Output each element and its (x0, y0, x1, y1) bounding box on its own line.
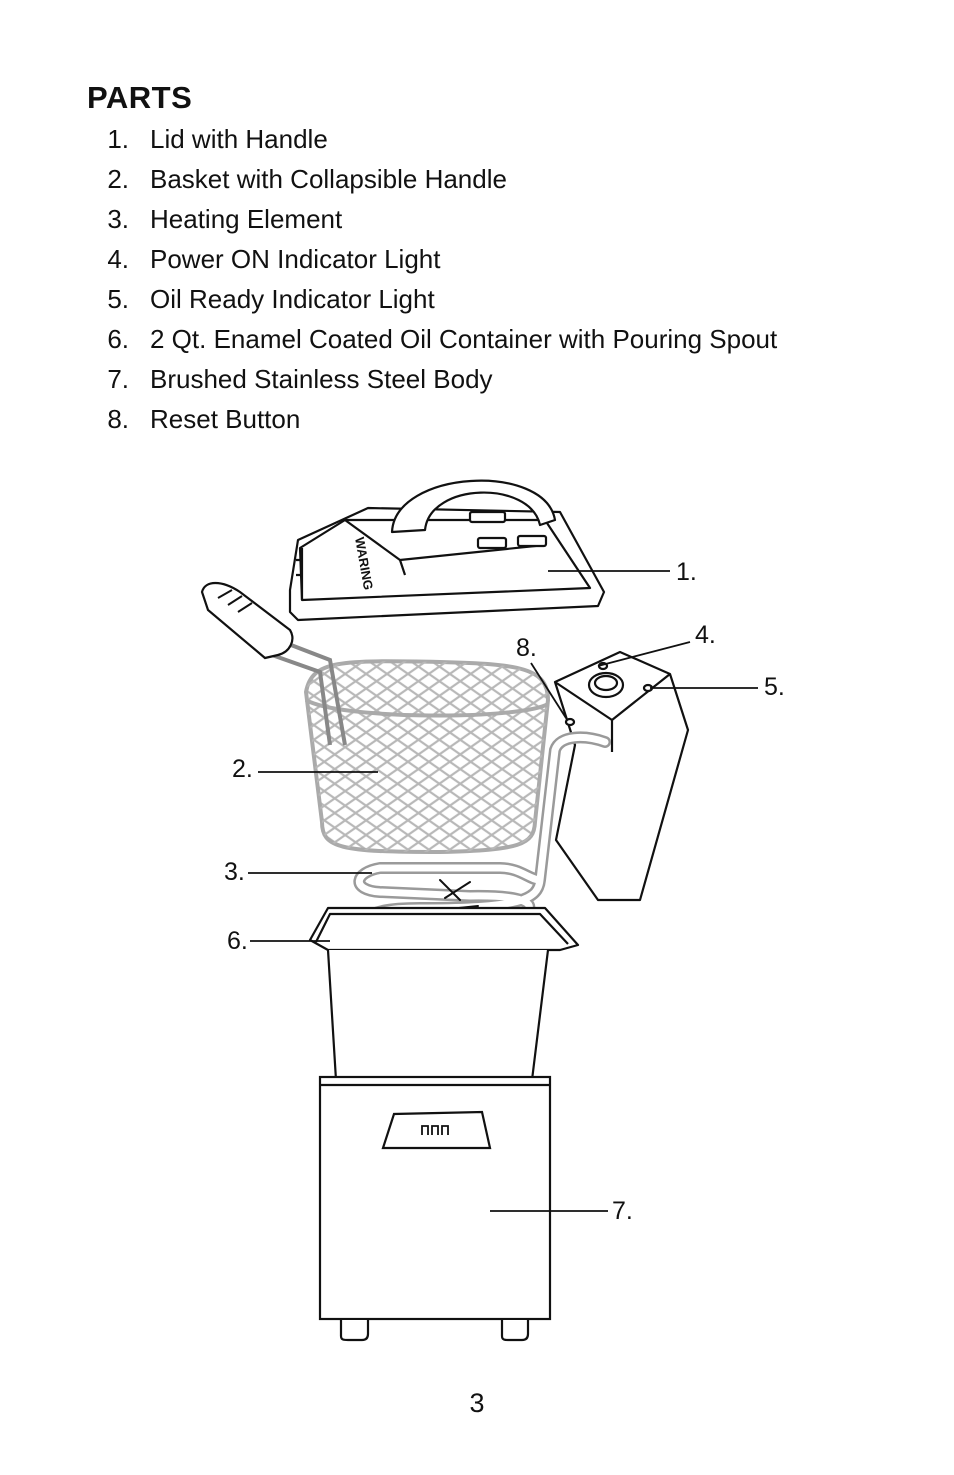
callout-7: 7. (612, 1197, 633, 1225)
part-label: Oil Ready Indicator Light (150, 284, 435, 314)
callout-4: 4. (695, 621, 716, 649)
part-number: 3. (107, 204, 129, 234)
callout-8: 8. (516, 634, 537, 662)
part-number: 5. (107, 284, 129, 314)
part-number: 7. (107, 364, 129, 394)
parts-heading: PARTS (87, 80, 193, 115)
control-unit (553, 650, 690, 902)
part-label: Power ON Indicator Light (150, 244, 441, 274)
part-label: Lid with Handle (150, 124, 328, 154)
part-label: Reset Button (150, 404, 301, 434)
part-label: Heating Element (150, 204, 343, 234)
part-number: 1. (107, 124, 129, 154)
oil-container (308, 906, 580, 1082)
fryer-body (318, 1075, 552, 1342)
callout-lines (248, 570, 758, 1212)
lid: WARING (288, 479, 606, 622)
basket (200, 581, 551, 855)
part-number: 8. (107, 404, 129, 434)
page-number: 3 (469, 1388, 485, 1418)
part-label: Brushed Stainless Steel Body (150, 364, 493, 394)
callout-5: 5. (764, 673, 785, 701)
part-number: 6. (107, 324, 129, 354)
part-label: 2 Qt. Enamel Coated Oil Container with P… (150, 324, 778, 354)
callout-3: 3. (224, 858, 245, 886)
callout-1: 1. (676, 558, 697, 586)
part-label: Basket with Collapsible Handle (150, 164, 507, 194)
callout-2: 2. (232, 755, 253, 783)
callout-6: 6. (227, 927, 248, 955)
part-number: 4. (107, 244, 129, 274)
part-number: 2. (107, 164, 129, 194)
